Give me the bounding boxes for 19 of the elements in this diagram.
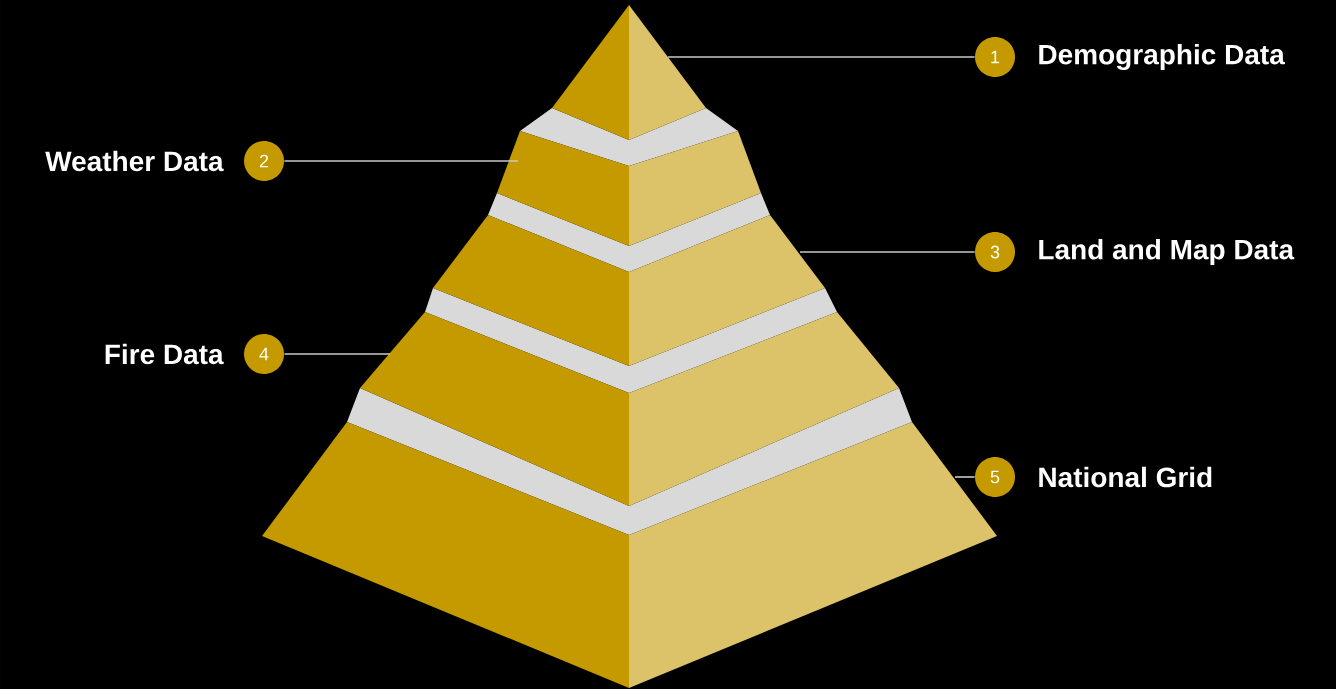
leader-line (667, 56, 976, 58)
number-badge: 4 (244, 334, 284, 374)
layer-label: Fire Data (105, 343, 224, 365)
number-badge: 5 (975, 457, 1015, 497)
pyramid-top (552, 5, 706, 140)
pyramid-layer (497, 108, 761, 246)
leader-line (283, 353, 391, 355)
number-badge: 1 (975, 37, 1015, 77)
leader-line (954, 476, 976, 478)
pyramid-layer (433, 193, 825, 366)
layer-label: Demographic Data (1039, 43, 1285, 71)
number-badge: 3 (975, 232, 1015, 272)
number-badge: 2 (244, 141, 284, 181)
layer-label: Land and Map Data (1039, 238, 1295, 266)
leader-line (283, 160, 519, 162)
leader-line (799, 251, 976, 253)
layer-label: Weather Data (45, 150, 224, 172)
layer-label: National Grid (1039, 466, 1212, 488)
pyramid-layer (360, 288, 899, 506)
